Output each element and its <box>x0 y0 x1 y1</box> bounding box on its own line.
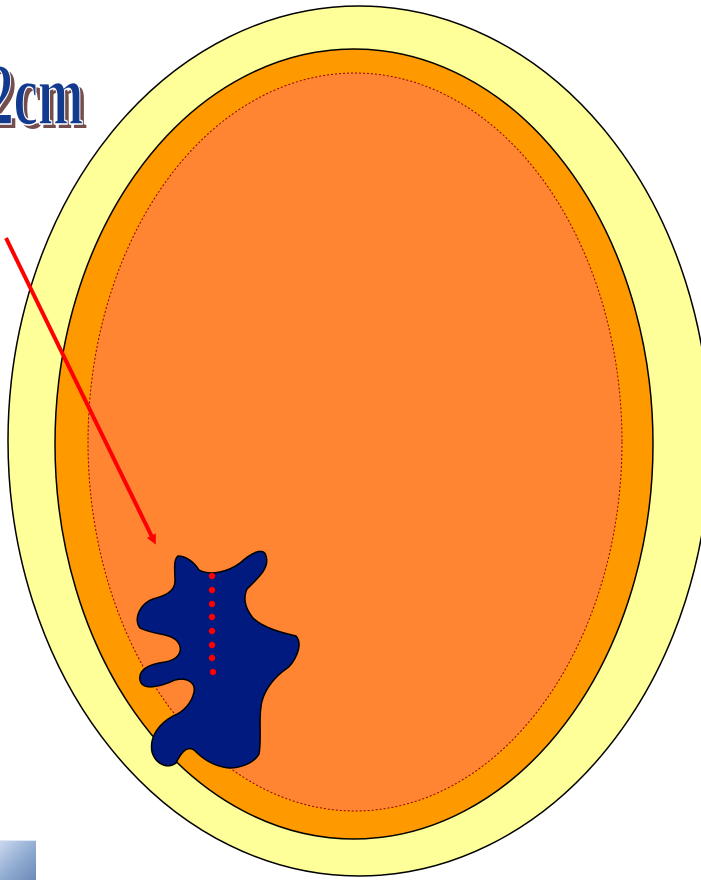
heading-label: 2cm 2cm <box>0 46 87 147</box>
corner-tile-icon <box>0 840 36 880</box>
inner-cavity <box>88 73 622 811</box>
heading-text: 2cm <box>0 46 83 143</box>
